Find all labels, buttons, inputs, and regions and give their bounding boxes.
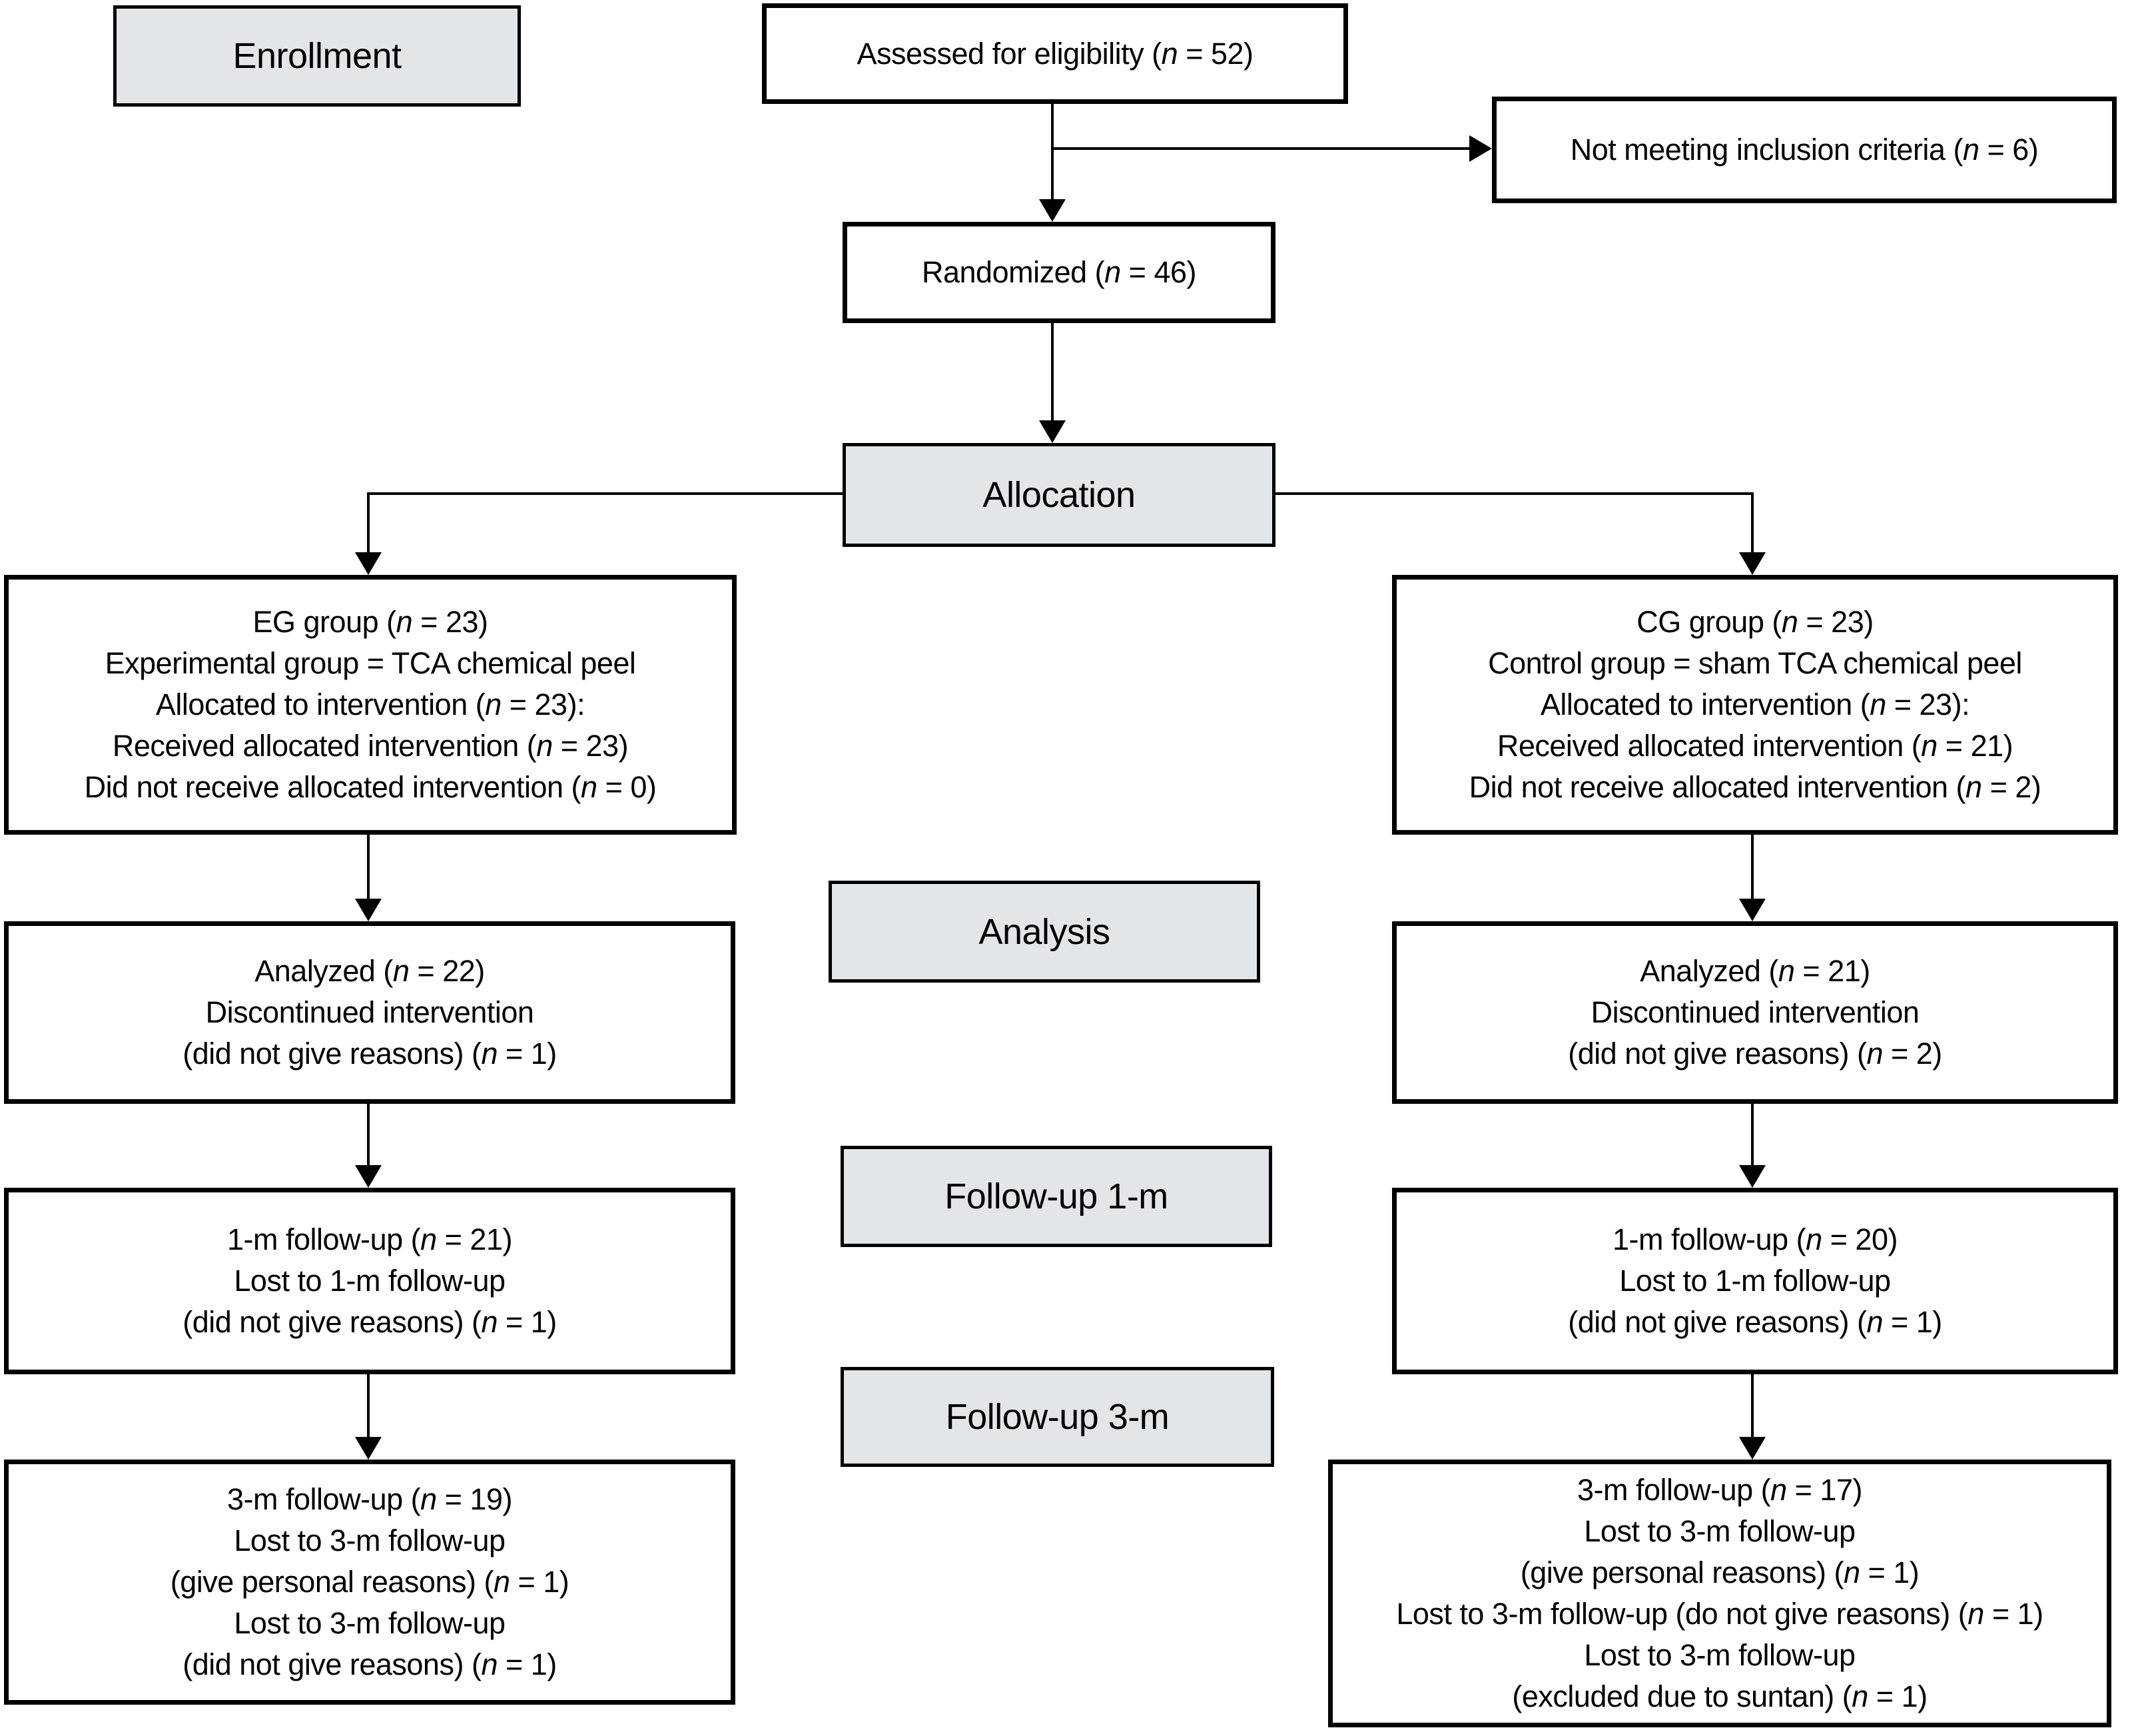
arrowhead-into-allocation-icon <box>1039 420 1066 443</box>
text-line: (give personal reasons) (n = 1) <box>170 1565 569 1599</box>
box-randomized: Randomized (n = 46) <box>843 222 1275 323</box>
text-line: Received allocated intervention (n = 23) <box>112 729 629 763</box>
connector-eg-1m-to-3m-line <box>367 1374 370 1438</box>
arrowhead-into-cg-analyzed-icon <box>1739 899 1766 921</box>
connector-cg-analyzed-to-1m-line <box>1751 1104 1754 1166</box>
text-line: Discontinued intervention <box>1591 995 1920 1029</box>
box-eg-analyzed: Analyzed (n = 22) Discontinued interventi… <box>4 921 735 1104</box>
connector-assessed-to-randomized-line <box>1051 104 1054 201</box>
text-line: (did not give reasons) (n = 2) <box>1568 1037 1942 1071</box>
connector-allocation-left-branch-line <box>368 492 843 495</box>
connector-down-to-cg-group-line <box>1751 492 1754 554</box>
box-cg-followup-3m: 3-m follow-up (n = 17) Lost to 3-m follow… <box>1328 1460 2111 1727</box>
text-line: Lost to 3-m follow-up <box>1584 1514 1856 1548</box>
box-eg-group-allocation: EG group (n = 23) Experimental group = TC… <box>4 575 737 835</box>
box-eg-followup-1m: 1-m follow-up (n = 21) Lost to 1-m follow… <box>4 1188 735 1374</box>
connector-branch-to-not-meeting-line <box>1052 147 1469 150</box>
arrowhead-into-cg-group-icon <box>1739 552 1766 575</box>
box-assessed-for-eligibility: Assessed for eligibility (n = 52) <box>762 3 1348 104</box>
text-line: Received allocated intervention (n = 21) <box>1497 729 2013 763</box>
text-line: (give personal reasons) (n = 1) <box>1520 1555 1920 1589</box>
text-line: Lost to 3-m follow-up <box>234 1523 506 1557</box>
text-line: (did not give reasons) (n = 1) <box>182 1647 557 1681</box>
text-line: Control group = sham TCA chemical peel <box>1488 646 2022 680</box>
text-line: 3-m follow-up (n = 19) <box>227 1482 512 1516</box>
text-line: EG group (n = 23) <box>252 605 488 639</box>
text-line: Allocated to intervention (n = 23): <box>155 687 585 721</box>
stage-label-followup-3m: Follow-up 3-m <box>841 1367 1274 1467</box>
text-line: Lost to 3-m follow-up <box>1584 1638 1856 1672</box>
text-line: Lost to 1-m follow-up <box>1619 1264 1891 1298</box>
arrowhead-into-eg-1m-icon <box>355 1165 382 1188</box>
text-line: Lost to 3-m follow-up (do not give reaso… <box>1396 1597 2043 1631</box>
box-cg-group-allocation: CG group (n = 23) Control group = sham TC… <box>1392 575 2118 835</box>
arrowhead-into-cg-1m-icon <box>1739 1165 1766 1188</box>
connector-cg-to-analyzed-line <box>1751 835 1754 900</box>
text-line: (excluded due to suntan) (n = 1) <box>1512 1679 1928 1713</box>
text-line: 1-m follow-up (n = 20) <box>1612 1222 1898 1256</box>
stage-label-allocation: Allocation <box>843 443 1275 547</box>
text-line: Analyzed (n = 21) <box>1640 954 1870 988</box>
text-line: Discontinued intervention <box>205 995 534 1029</box>
text-line: Did not receive allocated intervention (… <box>1469 770 2041 804</box>
arrowhead-into-eg-analyzed-icon <box>355 899 382 921</box>
stage-label-followup-1m: Follow-up 1-m <box>841 1146 1272 1247</box>
text-line: Allocated to intervention (n = 23): <box>1540 687 1970 721</box>
connector-eg-analyzed-to-1m-line <box>367 1104 370 1166</box>
text-line: Assessed for eligibility (n = 52) <box>857 36 1253 71</box>
arrowhead-into-eg-group-icon <box>355 552 382 575</box>
text-line: (did not give reasons) (n = 1) <box>1568 1305 1942 1339</box>
text-line: (did not give reasons) (n = 1) <box>182 1037 557 1071</box>
arrowhead-into-cg-3m-icon <box>1739 1437 1766 1460</box>
arrowhead-into-eg-3m-icon <box>355 1437 382 1460</box>
connector-cg-1m-to-3m-line <box>1751 1374 1754 1438</box>
arrowhead-into-randomized-icon <box>1039 199 1066 222</box>
text-line: Did not receive allocated intervention (… <box>84 770 657 804</box>
stage-label-enrollment: Enrollment <box>113 5 521 107</box>
box-cg-analyzed: Analyzed (n = 21) Discontinued interventi… <box>1392 921 2118 1104</box>
connector-down-to-eg-group-line <box>367 492 370 554</box>
text-line: Lost to 3-m follow-up <box>234 1606 506 1640</box>
text-line: Lost to 1-m follow-up <box>234 1264 506 1298</box>
text-line: 3-m follow-up (n = 17) <box>1577 1473 1862 1507</box>
text-line: Experimental group = TCA chemical peel <box>105 646 636 680</box>
text-line: Not meeting inclusion criteria (n = 6) <box>1570 133 2039 167</box>
text-line: Randomized (n = 46) <box>922 255 1197 289</box>
arrowhead-into-not-meeting-icon <box>1469 135 1492 162</box>
box-not-meeting-inclusion-criteria: Not meeting inclusion criteria (n = 6) <box>1492 97 2117 203</box>
box-eg-followup-3m: 3-m follow-up (n = 19) Lost to 3-m follow… <box>4 1460 735 1705</box>
connector-randomized-to-allocation-line <box>1051 323 1054 421</box>
stage-label-analysis: Analysis <box>829 881 1260 983</box>
connector-eg-to-analyzed-line <box>367 835 370 900</box>
text-line: (did not give reasons) (n = 1) <box>182 1305 557 1339</box>
connector-allocation-right-branch-line <box>1275 492 1754 495</box>
box-cg-followup-1m: 1-m follow-up (n = 20) Lost to 1-m follow… <box>1392 1188 2118 1374</box>
text-line: CG group (n = 23) <box>1636 605 1874 639</box>
text-line: Analyzed (n = 22) <box>254 954 485 988</box>
text-line: 1-m follow-up (n = 21) <box>227 1222 512 1256</box>
